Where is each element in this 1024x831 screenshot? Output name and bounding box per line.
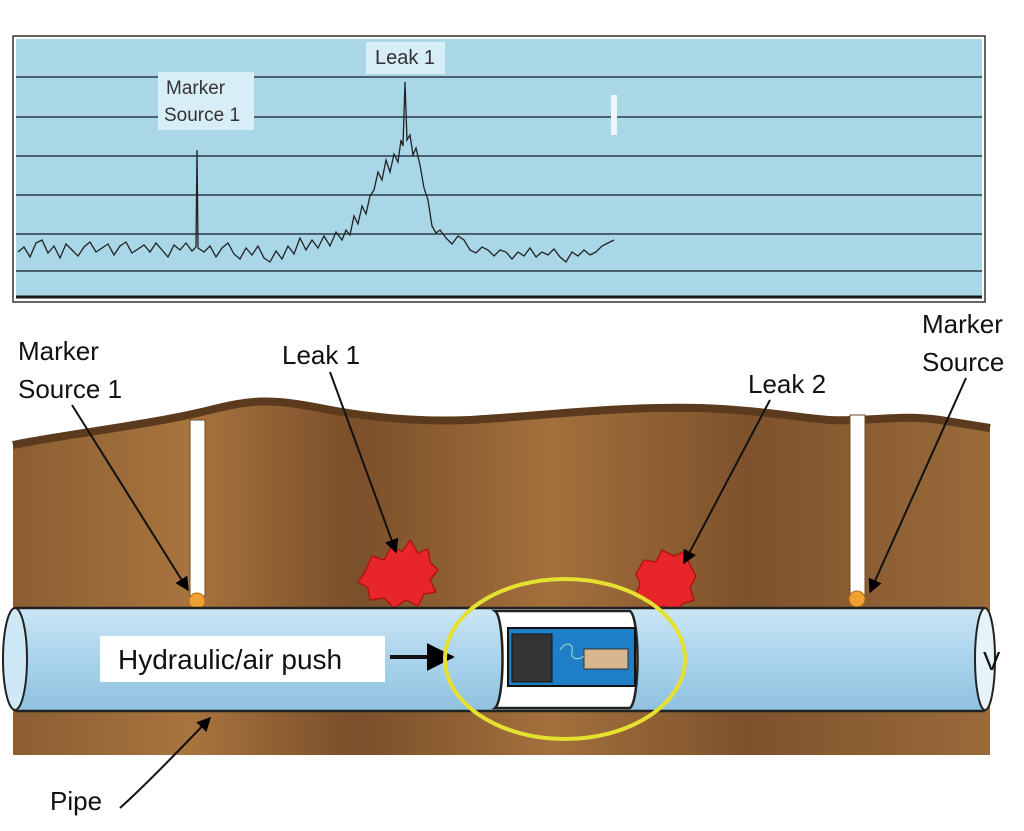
ground-cross-section: V Hydraulic/air push — [2, 397, 1001, 755]
push-label-box — [100, 636, 385, 682]
marker-source-1-label-line1: Marker — [18, 336, 99, 366]
inspection-device — [491, 609, 639, 710]
leak-1-label: Leak 1 — [282, 340, 360, 370]
device-highlight-ring — [443, 577, 687, 741]
marker-source-1-dot — [188, 592, 206, 610]
callouts: Marker Source 1 Leak 1 Leak 2 Marker Sou… — [18, 309, 1004, 816]
graph-cursor — [611, 95, 617, 135]
marker-source-1-label-line2: Source 1 — [18, 374, 122, 404]
leak-2-label: Leak 2 — [748, 369, 826, 399]
push-label: Hydraulic/air push — [118, 644, 342, 675]
marker-source-2-arrow — [868, 377, 967, 594]
pipe-end-text: V — [983, 646, 1001, 676]
marker-source-2-label-line1: Marker — [922, 309, 1003, 339]
leak-2-arrow — [683, 399, 771, 565]
pipe-label: Pipe — [50, 786, 102, 816]
leak1-graph-label: Leak 1 — [375, 47, 435, 69]
pipe-left-end — [2, 607, 28, 711]
marker-source-2-dot — [848, 590, 866, 608]
marker-source-1-arrow — [71, 404, 189, 592]
marker-tube-1 — [189, 419, 206, 597]
leak-1-arrow — [329, 371, 399, 554]
marker-graph-label-line1: Marker — [166, 78, 226, 99]
ground-surface-line — [12, 397, 991, 449]
leak1-graph-label-box — [366, 42, 445, 74]
marker-tube-2 — [849, 414, 866, 597]
pipe-right-end — [974, 607, 996, 711]
signal-graph: Leak 1 Marker Source 1 — [12, 35, 986, 303]
pipe-arrow — [119, 716, 211, 809]
signal-trace — [17, 81, 615, 263]
marker-source-2-label-line2: Source — [922, 347, 1004, 377]
marker-graph-label-box — [158, 72, 254, 130]
marker-graph-label-line2: Source 1 — [164, 105, 240, 126]
